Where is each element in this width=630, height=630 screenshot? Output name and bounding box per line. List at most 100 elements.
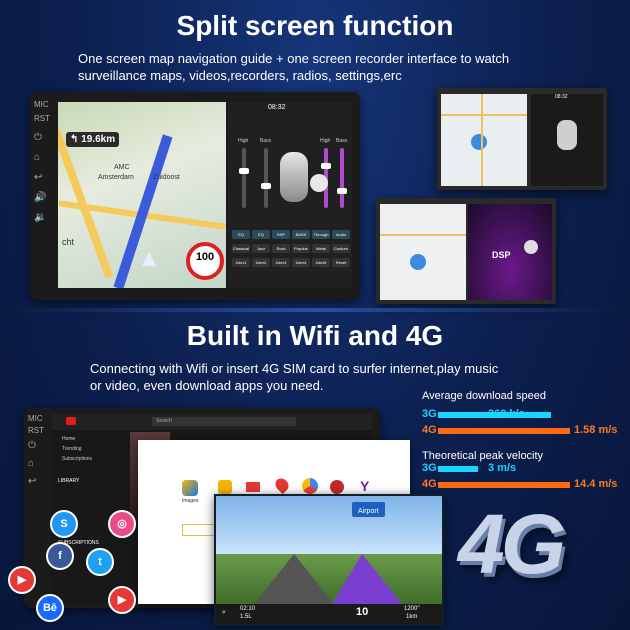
avg-3g-label: 3G xyxy=(422,408,437,420)
behance-icon: Bē xyxy=(36,594,64,622)
avg-3g-value: 260 k/s xyxy=(488,408,525,420)
eq-preset-button[interactable]: Custom xyxy=(332,244,350,253)
nav-eta-sub: 1km xyxy=(406,614,418,620)
eq-button[interactable]: DSP xyxy=(272,230,290,239)
back-icon[interactable]: ↩ xyxy=(34,172,43,183)
speed-limit-sign: 100 xyxy=(186,242,224,280)
robot-icon xyxy=(310,174,328,192)
search-icon[interactable]: ⌕ xyxy=(222,609,226,616)
power-icon[interactable]: ⏻ xyxy=(34,132,42,143)
volume-down-icon[interactable]: 🔉 xyxy=(34,212,47,223)
road-left xyxy=(254,554,334,604)
eq-user-button[interactable]: User1 xyxy=(232,258,250,267)
eq-button[interactable]: BASS xyxy=(292,230,310,239)
rst-label: RST xyxy=(28,426,44,435)
turn-arrow-icon: ↰ xyxy=(70,134,79,145)
head-unit-split-screen: MIC RST ⏻ ⌂ ↩ 🔊 🔉 ↰ 19.6km AMC Amsterdam… xyxy=(30,92,360,300)
location-icon xyxy=(471,134,487,150)
dsp-label: DSP xyxy=(492,250,511,260)
map-place-label: Zuidoost xyxy=(153,174,180,181)
menu-item-home[interactable]: Home xyxy=(62,436,76,442)
avg-4g-bar xyxy=(438,428,570,434)
section2-description: Connecting with Wifi or insert 4G SIM ca… xyxy=(90,361,499,393)
eq-preset-button[interactable]: Classical xyxy=(232,244,250,253)
eq-slider[interactable] xyxy=(337,148,347,208)
status-time: 08:32 xyxy=(555,94,568,100)
map-place-label: cht xyxy=(62,237,75,247)
route-lane xyxy=(332,554,402,604)
airport-sign: Airport xyxy=(352,502,385,517)
location-icon xyxy=(410,254,426,270)
eq-button[interactable]: EQ xyxy=(252,230,270,239)
menu-item-trending[interactable]: Trending xyxy=(62,446,82,452)
youtube-icon: ▶ xyxy=(8,566,36,594)
thumbnail-split-eq: 08:32 xyxy=(437,88,607,190)
eq-user-button[interactable]: User2 xyxy=(252,258,270,267)
nav-time: 02:10 xyxy=(240,606,256,612)
peak-4g-value: 14.4 m/s xyxy=(574,478,618,490)
facebook-icon: f xyxy=(46,542,74,570)
thumbnail-map xyxy=(380,204,466,300)
eq-button[interactable]: Audio xyxy=(332,230,350,239)
eq-user-button[interactable]: User4 xyxy=(292,258,310,267)
map-place-label: Amsterdam xyxy=(98,174,134,181)
youtube-logo-icon xyxy=(66,417,76,425)
mail-app-icon[interactable] xyxy=(246,482,260,492)
status-time: 08:32 xyxy=(268,104,286,111)
eq-preset-button[interactable]: Popular xyxy=(292,244,310,253)
dsp-panel: DSP xyxy=(468,204,552,300)
search-input[interactable]: Search xyxy=(152,417,296,426)
side-buttons: MIC RST ⏻ ⌂ ↩ xyxy=(24,408,46,608)
thumbnail-split-dsp: DSP xyxy=(376,198,556,304)
avg-4g-value: 1.58 m/s xyxy=(574,424,618,436)
library-label: LIBRARY xyxy=(58,478,80,484)
power-icon[interactable]: ⏻ xyxy=(28,440,36,451)
menu-item-subscriptions[interactable]: Subscriptions xyxy=(62,456,93,462)
chrome-app-icon[interactable] xyxy=(302,478,318,494)
home-icon[interactable]: ⌂ xyxy=(28,458,35,469)
eq-preset-button[interactable]: Metal xyxy=(312,244,330,253)
side-buttons: MIC RST ⏻ ⌂ ↩ 🔊 🔉 xyxy=(30,92,52,300)
yahoo-app-icon[interactable]: Y xyxy=(360,478,370,494)
equalizer-pane[interactable]: 08:32 High Bass High Bass EQ EQ DSP BASS… xyxy=(228,102,352,288)
eq-button[interactable]: EQ xyxy=(232,230,250,239)
images-app-icon[interactable] xyxy=(182,480,198,496)
peak-3g-label: 3G xyxy=(422,462,437,474)
nav-distance: 1.5L xyxy=(240,614,252,620)
eq-user-button[interactable]: User5 xyxy=(312,258,330,267)
eq-user-button[interactable]: Reset xyxy=(332,258,350,267)
navigation-arrow-icon xyxy=(142,252,156,266)
map-pane[interactable]: ↰ 19.6km AMC Amsterdam Zuidoost cht 100 xyxy=(58,102,226,288)
eq-preset-button[interactable]: Jazz xyxy=(252,244,270,253)
car-seat-icon xyxy=(557,120,577,150)
volume-up-icon[interactable]: 🔊 xyxy=(34,192,47,203)
thumbnail-map xyxy=(441,94,527,186)
peak-4g-bar xyxy=(438,482,570,488)
maps-app-icon[interactable] xyxy=(272,475,292,495)
section-divider xyxy=(0,308,630,312)
twitter-icon: t xyxy=(86,548,114,576)
avg-speed-title: Average download speed xyxy=(422,390,546,402)
eq-slider[interactable] xyxy=(261,148,271,208)
car-seat-icon xyxy=(280,152,308,202)
eq-button[interactable]: Through xyxy=(312,230,330,239)
mic-label: MIC xyxy=(28,414,43,423)
peak-3g-value: 3 m/s xyxy=(488,462,517,474)
subscriptions-label: SUBSCRIPTIONS xyxy=(58,540,99,546)
peak-3g-bar xyxy=(438,466,478,472)
nav-speed: 10 xyxy=(356,606,369,618)
play-app-icon[interactable] xyxy=(218,480,232,494)
nav-eta: 1200'' xyxy=(404,606,420,612)
red-app-icon[interactable] xyxy=(330,480,344,494)
eq-preset-button[interactable]: Rock xyxy=(272,244,290,253)
thumbnail-eq: 08:32 xyxy=(531,94,603,186)
rst-label: RST xyxy=(34,114,50,123)
section1-description: One screen map navigation guide + one sc… xyxy=(78,51,510,83)
map-place-label: AMC xyxy=(114,164,130,171)
eq-slider[interactable] xyxy=(239,148,249,208)
home-icon[interactable]: ⌂ xyxy=(34,152,41,163)
back-icon[interactable]: ↩ xyxy=(28,476,37,487)
sky xyxy=(216,496,442,558)
eq-user-button[interactable]: User3 xyxy=(272,258,290,267)
